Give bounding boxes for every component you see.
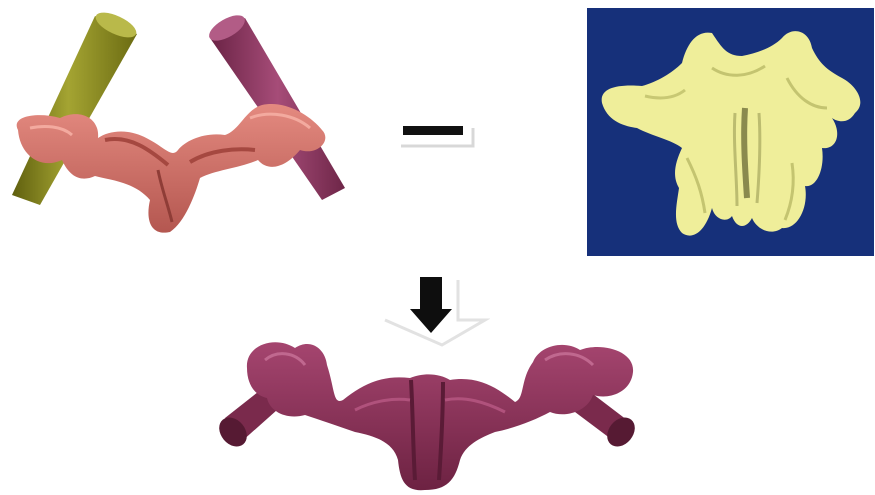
minus-icon — [395, 118, 485, 158]
drill-guide-render — [0, 0, 360, 245]
result-guide-illustration — [215, 320, 645, 495]
vertebra-render — [587, 8, 874, 256]
minus-symbol — [395, 118, 485, 158]
drill-guide-illustration — [0, 0, 360, 245]
guide-template-body — [17, 104, 326, 233]
vertebra-illustration — [587, 8, 874, 256]
result-guide-render — [215, 320, 645, 495]
result-guide-body — [247, 342, 633, 490]
